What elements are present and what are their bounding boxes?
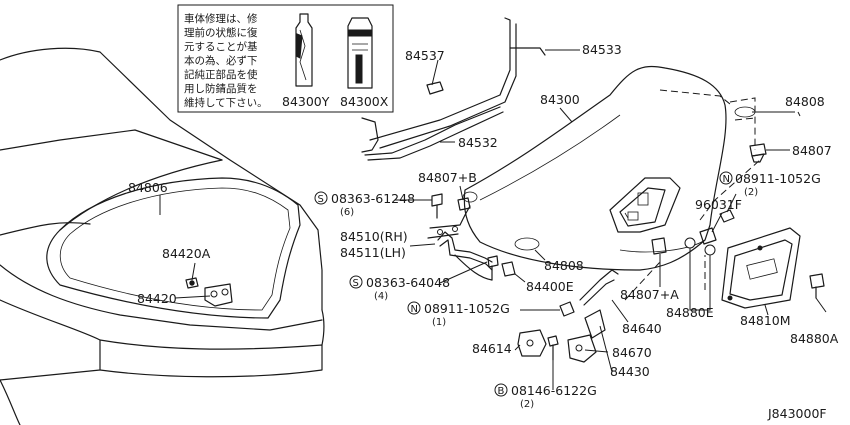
cable-84640 [579,269,619,306]
label-84807b: 84807+B [418,170,477,185]
note-line: 本の為、必ず下 [184,54,258,67]
label-08363-61248-qty: (6) [340,207,354,218]
nut-08911b [559,301,575,317]
label-84808-top: 84808 [785,94,825,109]
label-08363-61248: 08363-61248 [331,191,415,206]
label-84533: 84533 [582,42,622,57]
hinge-84510 [427,205,493,281]
bolt-08146 [547,335,559,361]
label-08911-1052g-a-qty: (2) [744,187,758,198]
car-body-rear [0,47,325,425]
part-number-84300x: 84300X [340,94,389,109]
symbol-b: B [498,386,505,397]
label-08911-1052g-a: 08911-1052G [735,171,821,186]
label-84532: 84532 [458,135,498,150]
label-84420: 84420 [137,291,177,306]
bumper-84807 [749,143,767,163]
trunk-lid-84300 [462,65,756,271]
label-08911-1052g-b-qty: (1) [432,317,446,328]
label-84808-bottom: 84808 [544,258,584,273]
nut-08911a [719,209,735,223]
label-08363-64048: 08363-64048 [366,275,450,290]
lock-84430 [567,334,597,363]
note-line: 元することが基 [184,40,258,53]
clip-84537 [426,81,444,95]
bumper-84807a [651,237,667,255]
grommet-84807b [457,197,471,211]
label-84807: 84807 [792,143,832,158]
label-08363-64048-qty: (4) [374,291,388,302]
label-84511: 84511(LH) [340,245,406,260]
latch-84614 [517,329,547,357]
symbol-s: S [318,194,324,205]
callout-labels: 84537 84533 84300 84808 84532 84807 8480… [128,42,839,421]
symbol-n: N [411,304,418,315]
finisher-84810m [721,227,801,309]
note-line: 用し防錆品質を [184,82,258,95]
label-08146-6122g: 08146-6122G [511,383,597,398]
bolt-08363-61248 [431,193,443,219]
symbol-s: S [353,278,359,289]
label-84510: 84510(RH) [340,229,408,244]
part-number-84300y: 84300Y [282,94,330,109]
note-line: 記純正部品を使 [184,68,258,81]
repair-note-text: 車体修理は、修 理前の状態に復 元することが基 本の為、必ず下 記純正部品を使 … [184,12,268,109]
label-84640: 84640 [622,321,662,336]
torsion-bar-84532 [364,106,504,161]
symbol-n: N [723,174,730,185]
label-84807a: 84807+A [620,287,679,302]
repair-note-box: 車体修理は、修 理前の状態に復 元することが基 本の為、必ず下 記純正部品を使 … [177,4,394,113]
label-84614: 84614 [472,341,512,356]
clip-96031f [699,227,717,245]
label-84810m: 84810M [740,313,791,328]
label-84430: 84430 [610,364,650,379]
torsion-bar-84533 [361,17,546,153]
lock-84670 [584,309,606,339]
label-84670: 84670 [612,345,652,360]
label-08911-1052g-b: 08911-1052G [424,301,510,316]
label-84537: 84537 [405,48,445,63]
label-96031f: 96031F [695,197,742,212]
bolt-08363-64048 [487,255,499,281]
label-84880e: 84880E [666,305,714,320]
label-84420a: 84420A [162,246,211,261]
sealant-tube-icon [295,13,313,87]
label-84806: 84806 [128,180,168,195]
note-line: 維持して下さい。 [184,96,268,109]
label-84400e: 84400E [526,279,574,294]
diagram-code: J843000F [767,406,827,421]
bumper-84400e [501,261,516,277]
note-line: 車体修理は、修 [184,12,258,25]
note-line: 理前の状態に復 [184,26,258,39]
screw-84880a [809,273,825,299]
spray-can-icon [347,17,373,89]
label-84300: 84300 [540,92,580,107]
label-08146-6122g-qty: (2) [520,399,534,410]
leader-lines [159,49,827,390]
label-84880a: 84880A [790,331,839,346]
